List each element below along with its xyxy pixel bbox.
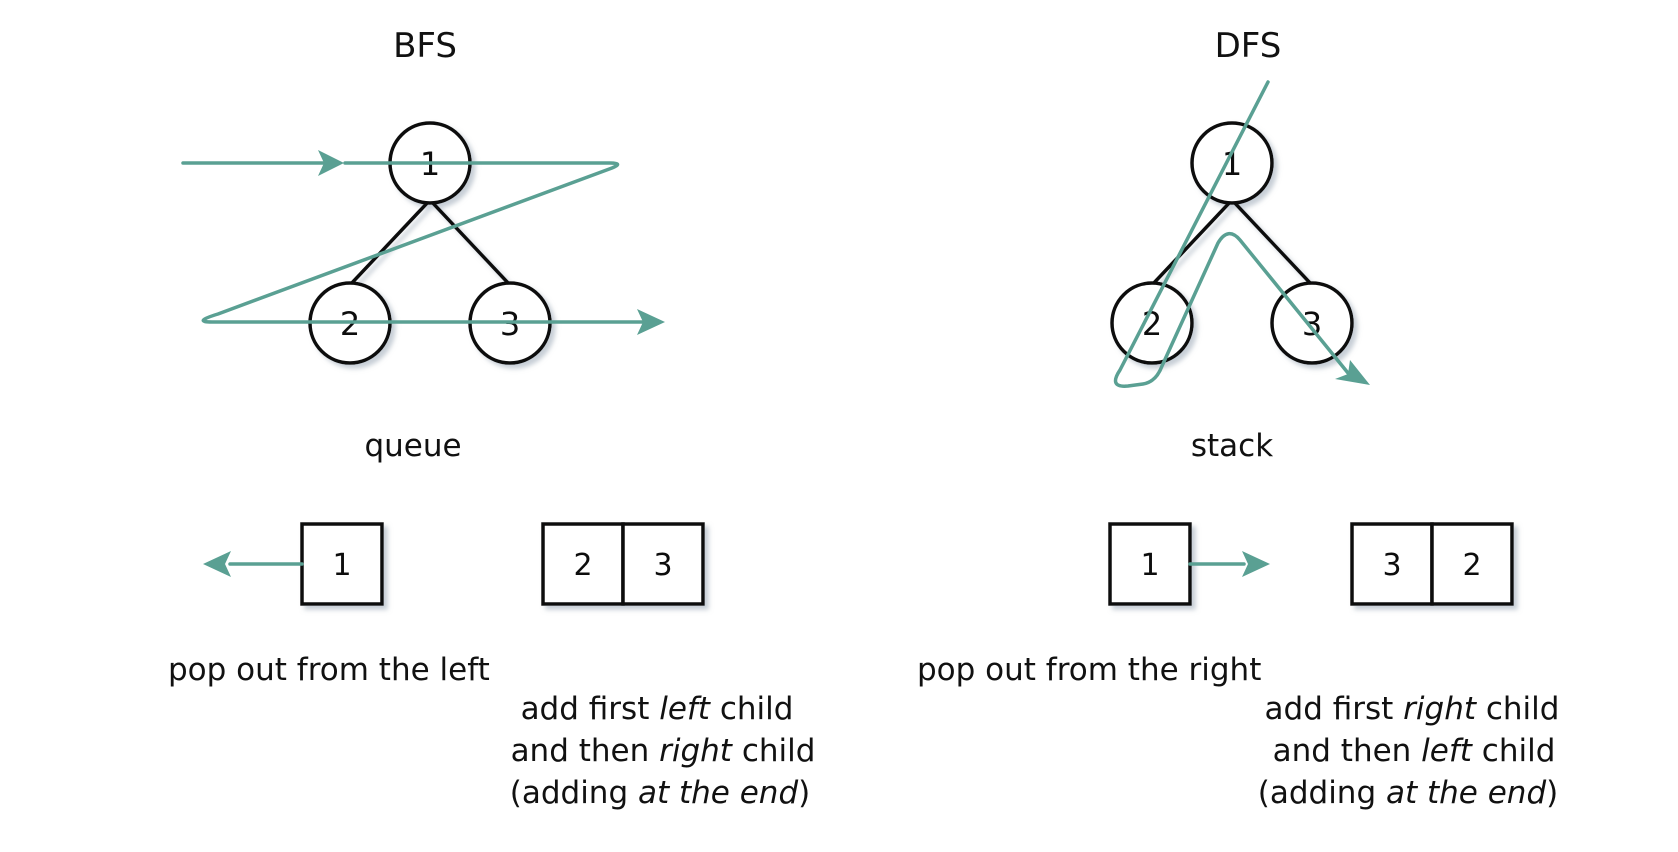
dfs-popped-cell [1108,522,1192,606]
dfs-tree: 1 2 3 [1110,121,1354,365]
bfs-traversal-arrow [181,150,665,335]
dfs-stack: 1 3 2 [1108,522,1514,606]
dfs-stack-cell-2 [1430,522,1514,606]
bfs-arrowhead-entry [318,150,344,176]
bfs-pop-arrow [203,551,304,577]
bfs-title: BFS [393,26,457,66]
bfs-structure-label: queue [364,428,461,464]
dfs-edge-root-left [1150,198,1234,287]
dfs-pop-caption: pop out from the right [917,652,1261,688]
bfs-popped-cell [300,522,384,606]
dfs-pop-arrow [1188,551,1270,577]
dfs-add-line-1: add first right child [1265,691,1560,727]
bfs-node-right-label: 3 [500,305,520,343]
dfs-panel: DFS 1 2 3 stack 1 3 2 pop [917,26,1559,811]
bfs-edge-root-left [348,198,432,287]
bfs-popped-value: 1 [332,548,351,583]
dfs-stack-value-1: 3 [1382,548,1401,583]
bfs-queue-cell-2 [621,522,705,606]
dfs-popped-value: 1 [1140,548,1159,583]
bfs-queue-cell-1 [541,522,625,606]
dfs-edge-root-right [1230,198,1314,287]
bfs-panel: BFS 1 2 3 queue 1 2 3 [168,26,815,811]
dfs-add-line-3: (adding at the end) [1258,775,1559,811]
dfs-stack-value-2: 2 [1462,548,1481,583]
dfs-traversal-arrow [1113,80,1370,388]
bfs-queue-value-2: 3 [653,548,672,583]
bfs-add-line-2: and then right child [511,733,816,769]
bfs-pop-caption: pop out from the left [168,652,490,688]
dfs-node-root-label: 1 [1222,145,1242,183]
dfs-node-root [1190,121,1274,205]
bfs-node-left-label: 2 [340,305,360,343]
dfs-title: DFS [1215,26,1282,66]
bfs-edge-root-right [428,198,512,287]
dfs-structure-label: stack [1191,428,1273,464]
bfs-queue-value-1: 2 [573,548,592,583]
bfs-add-line-1: add first left child [521,691,794,727]
bfs-tree: 1 2 3 [308,121,552,365]
bfs-arrowhead-exit [637,309,665,335]
dfs-add-line-2: and then left child [1273,733,1556,769]
bfs-add-line-3: (adding at the end) [510,775,811,811]
bfs-queue: 1 2 3 [300,522,705,606]
